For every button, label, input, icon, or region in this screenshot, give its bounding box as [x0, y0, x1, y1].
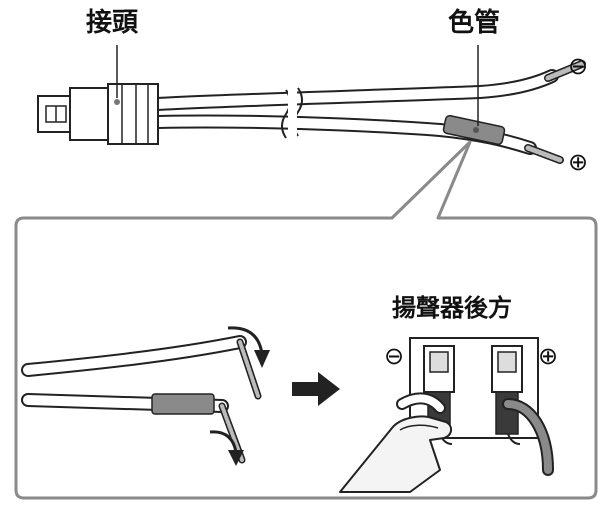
minus-symbol-terminal: ⊖	[384, 342, 405, 370]
color-tube-label: 色管	[448, 8, 501, 38]
step-arrow-icon	[292, 372, 340, 406]
twisted-wires	[21, 326, 270, 466]
minus-symbol-top: ⊖	[568, 52, 589, 80]
twist-arrow-lower	[209, 430, 238, 453]
twist-arrow-upper	[227, 326, 264, 355]
plus-symbol-terminal: ⊕	[538, 342, 559, 370]
hand-icon	[339, 415, 452, 493]
cable-top	[151, 60, 586, 164]
speaker-rear-label: 揚聲器後方	[392, 294, 512, 322]
connector-plug	[37, 83, 159, 145]
connector-label: 接頭	[86, 8, 139, 38]
plus-symbol-top: ⊕	[568, 148, 589, 176]
